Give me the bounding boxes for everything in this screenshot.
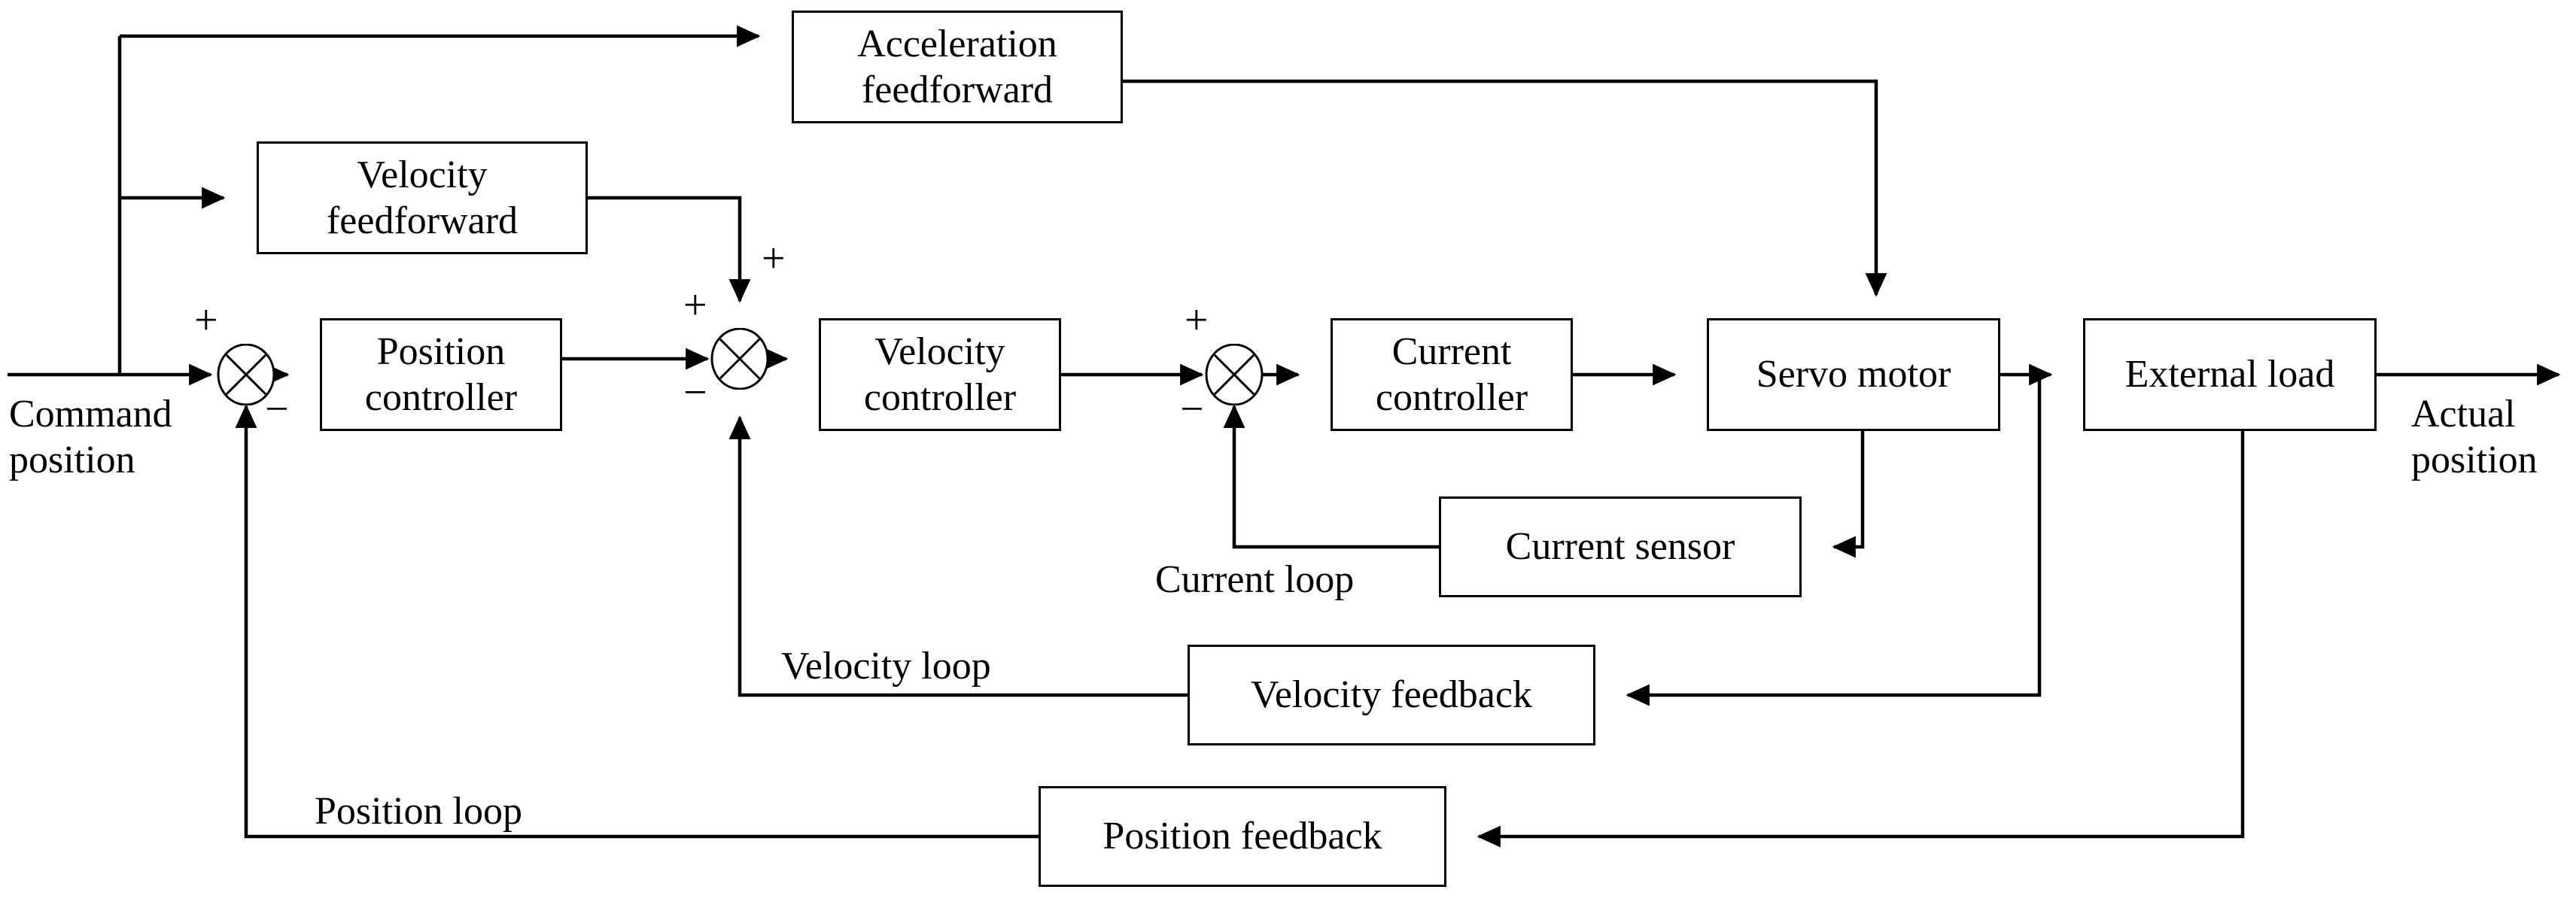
sign-velocity-sum-plus-left: +: [683, 282, 707, 329]
wire-acceleration-feedforward-to-servo: [1123, 79, 1887, 297]
wire-current-sensor-to-sum3: [1223, 404, 1439, 549]
wire-load-to-position-feedback: [1477, 431, 2245, 848]
sign-position-sum-minus: −: [265, 386, 289, 433]
command-position-label: Command position: [9, 393, 172, 482]
sign-velocity-sum-plus-top: +: [762, 235, 786, 282]
block-label-velocity-feedforward: Velocity feedforward: [326, 153, 519, 242]
block-position-feedback[interactable]: Position feedback: [1039, 786, 1446, 887]
block-label-external-load: External load: [2124, 353, 2335, 396]
block-velocity-feedforward[interactable]: Velocity feedforward: [257, 141, 588, 254]
velocity-summing-junction[interactable]: [709, 328, 771, 390]
sign-current-sum-plus: +: [1185, 297, 1209, 344]
sign-current-sum-minus: −: [1180, 386, 1204, 433]
wire-velocity-feedback-to-sum2: [728, 415, 1188, 697]
block-current-sensor[interactable]: Current sensor: [1439, 496, 1802, 597]
sign-velocity-sum-minus: −: [683, 369, 707, 416]
block-position-controller[interactable]: Position controller: [320, 318, 562, 431]
block-velocity-feedback[interactable]: Velocity feedback: [1188, 645, 1595, 745]
wire-velocity-feedforward-to-sum: [588, 196, 751, 303]
velocity-loop-label: Velocity loop: [781, 645, 991, 688]
sign-position-sum-plus: +: [194, 297, 218, 344]
wire-position-feedback-to-sum1: [235, 404, 1039, 839]
block-label-servo-motor: Servo motor: [1756, 353, 1951, 396]
block-servo-motor[interactable]: Servo motor: [1707, 318, 2000, 431]
block-label-velocity-feedback: Velocity feedback: [1251, 673, 1532, 717]
block-current-controller[interactable]: Current controller: [1331, 318, 1573, 431]
block-label-position-feedback: Position feedback: [1102, 815, 1382, 858]
position-summing-junction[interactable]: [215, 344, 277, 405]
wire-servo-to-current-sensor: [1832, 431, 1865, 558]
block-label-current-controller: Current controller: [1375, 329, 1528, 419]
current-loop-label: Current loop: [1155, 558, 1355, 601]
block-label-acceleration-feedforward: Acceleration feedforward: [857, 22, 1057, 111]
current-summing-junction[interactable]: [1203, 344, 1265, 405]
block-velocity-controller[interactable]: Velocity controller: [819, 318, 1061, 431]
block-label-position-controller: Position controller: [364, 329, 518, 419]
block-label-velocity-controller: Velocity controller: [863, 329, 1017, 419]
block-label-current-sensor: Current sensor: [1505, 525, 1735, 569]
wire-load-branch-to-velocity-feedback: [1626, 375, 2042, 706]
block-acceleration-feedforward[interactable]: Acceleration feedforward: [792, 11, 1123, 123]
actual-position-label: Actual position: [2411, 393, 2538, 482]
block-external-load[interactable]: External load: [2083, 318, 2377, 431]
position-loop-label: Position loop: [315, 790, 522, 833]
